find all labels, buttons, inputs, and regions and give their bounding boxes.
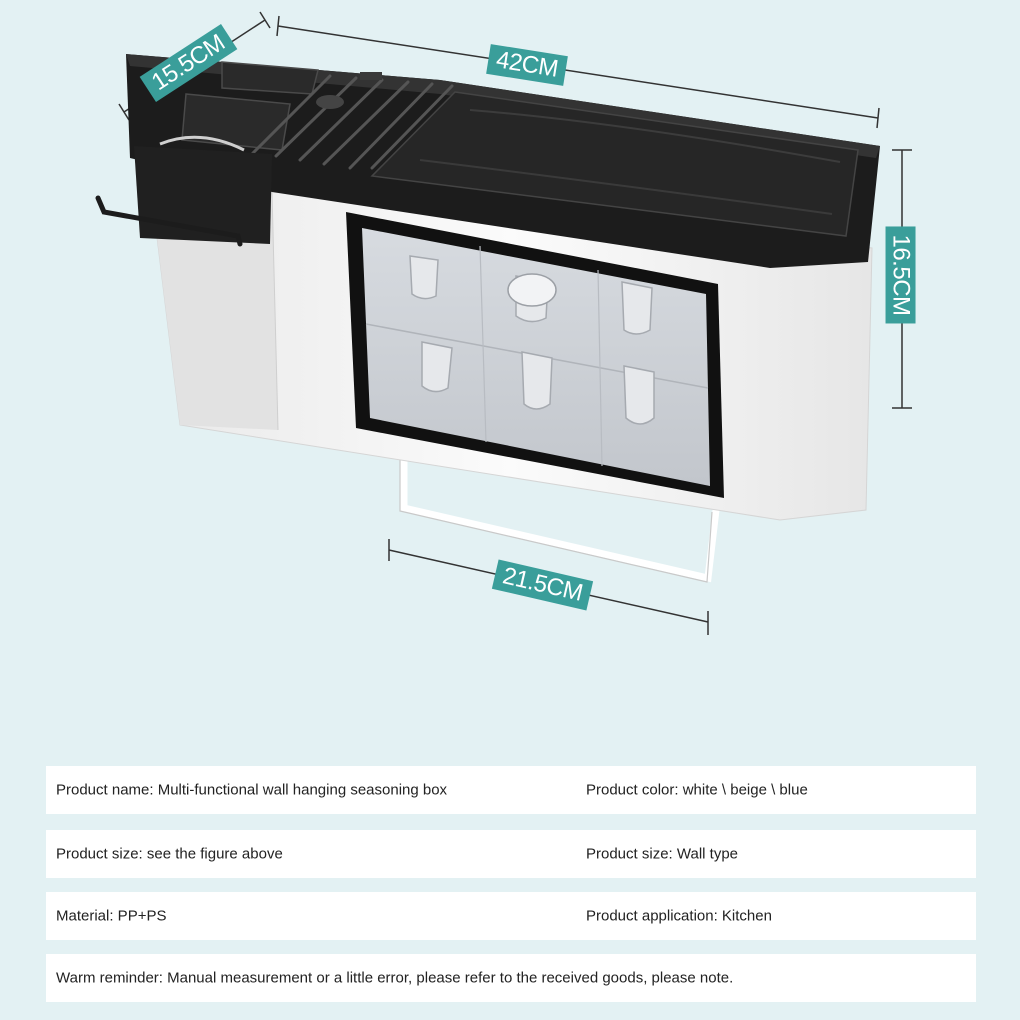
spec-row-reminder: Warm reminder: Manual measurement or a l… bbox=[46, 954, 976, 1002]
towel-bar bbox=[400, 434, 720, 583]
spec-row-name-color: Product name: Multi-functional wall hang… bbox=[46, 766, 976, 814]
spec-application: Product application: Kitchen bbox=[586, 907, 772, 925]
spec-row-size: Product size: see the figure above Produ… bbox=[46, 830, 976, 878]
side-hook bbox=[95, 135, 272, 247]
spec-product-color: Product color: white \ beige \ blue bbox=[586, 781, 808, 799]
top-tray bbox=[126, 54, 880, 268]
product-illustration bbox=[95, 11, 912, 635]
spec-product-name: Product name: Multi-functional wall hang… bbox=[56, 781, 448, 799]
spec-product-size: Product size: see the figure above bbox=[56, 845, 283, 863]
spec-row-material: Material: PP+PS Product application: Kit… bbox=[46, 892, 976, 940]
spec-material: Material: PP+PS bbox=[56, 907, 167, 925]
spec-product-mount: Product size: Wall type bbox=[586, 845, 738, 863]
dimension-label-height: 16.5CM bbox=[885, 226, 916, 324]
spec-warm-reminder: Warm reminder: Manual measurement or a l… bbox=[56, 969, 734, 987]
product-figure: 15.5CM 42CM 16.5CM 21.5CM bbox=[95, 11, 916, 635]
spoon-holders bbox=[409, 255, 655, 425]
